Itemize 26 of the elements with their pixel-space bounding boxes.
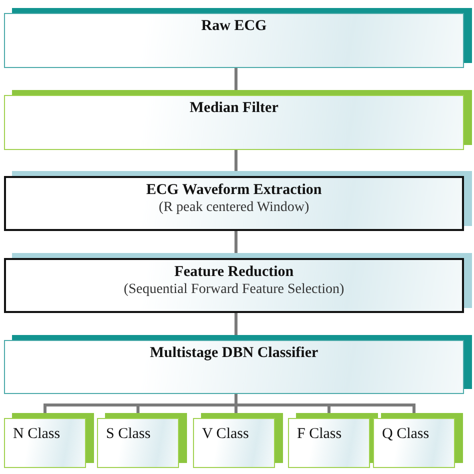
- class-box: [373, 418, 455, 468]
- class-box: [4, 418, 86, 468]
- class-box: [97, 418, 179, 468]
- connector-line: [234, 231, 238, 253]
- box-title: V Class: [201, 425, 250, 443]
- process-box: [4, 176, 464, 231]
- process-box: [4, 13, 464, 68]
- box-title: Multistage DBN Classifier: [148, 344, 320, 362]
- connector-line: [234, 313, 238, 335]
- process-box: [4, 95, 464, 150]
- connector-line: [234, 150, 238, 171]
- box-title: Feature Reduction: [173, 263, 295, 281]
- connector-line: [234, 68, 238, 90]
- class-box: [288, 418, 370, 468]
- box-subtitle: (R peak centered Window): [158, 199, 310, 217]
- box-title: Raw ECG: [200, 17, 268, 35]
- box-title: ECG Waveform Extraction: [145, 181, 323, 199]
- box-title: S Class: [105, 425, 152, 443]
- class-box: [193, 418, 275, 468]
- box-title: F Class: [296, 425, 343, 443]
- box-title: Q Class: [381, 425, 430, 443]
- box-title: Median Filter: [188, 99, 280, 117]
- box-title: N Class: [12, 425, 62, 443]
- process-box: [4, 340, 464, 394]
- process-box: [4, 258, 464, 313]
- box-subtitle: (Sequential Forward Feature Selection): [122, 281, 346, 299]
